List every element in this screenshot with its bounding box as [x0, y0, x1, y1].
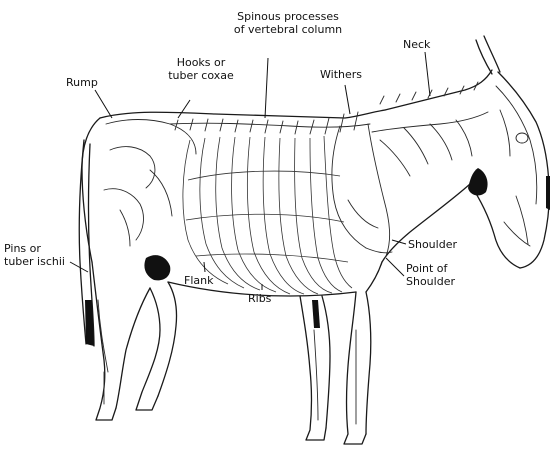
hind-legs: [92, 262, 177, 420]
label-spinous-line-1: Spinous processes: [228, 10, 348, 23]
label-point-line-1: Point of: [406, 262, 455, 275]
label-point-line-2: Shoulder: [406, 275, 455, 288]
scapula: [332, 124, 392, 256]
label-flank: Flank: [184, 274, 213, 287]
label-spinous-line-2: of vertebral column: [228, 23, 348, 36]
pelvis-bones: [104, 120, 196, 247]
label-spinous-processes: Spinous processes of vertebral column: [228, 10, 348, 36]
rib-cage: [183, 136, 352, 294]
skull: [496, 86, 537, 246]
label-neck: Neck: [403, 38, 430, 51]
label-pins: Pins or tuber ischii: [4, 242, 65, 268]
fore-legs: [300, 292, 371, 444]
label-hooks-line-1: Hooks or: [156, 56, 246, 69]
label-point-of-shoulder: Point of Shoulder: [406, 262, 455, 288]
label-hooks: Hooks or tuber coxae: [156, 56, 246, 82]
neck-vertebrae: [372, 82, 488, 176]
label-rump: Rump: [66, 76, 98, 89]
label-pins-line-1: Pins or: [4, 242, 65, 255]
label-hooks-line-2: tuber coxae: [156, 69, 246, 82]
label-pins-line-2: tuber ischii: [4, 255, 65, 268]
shading-marks: [144, 168, 550, 328]
tail: [79, 140, 94, 346]
label-withers: Withers: [320, 68, 362, 81]
label-ribs: Ribs: [248, 292, 271, 305]
label-shoulder: Shoulder: [408, 238, 457, 251]
